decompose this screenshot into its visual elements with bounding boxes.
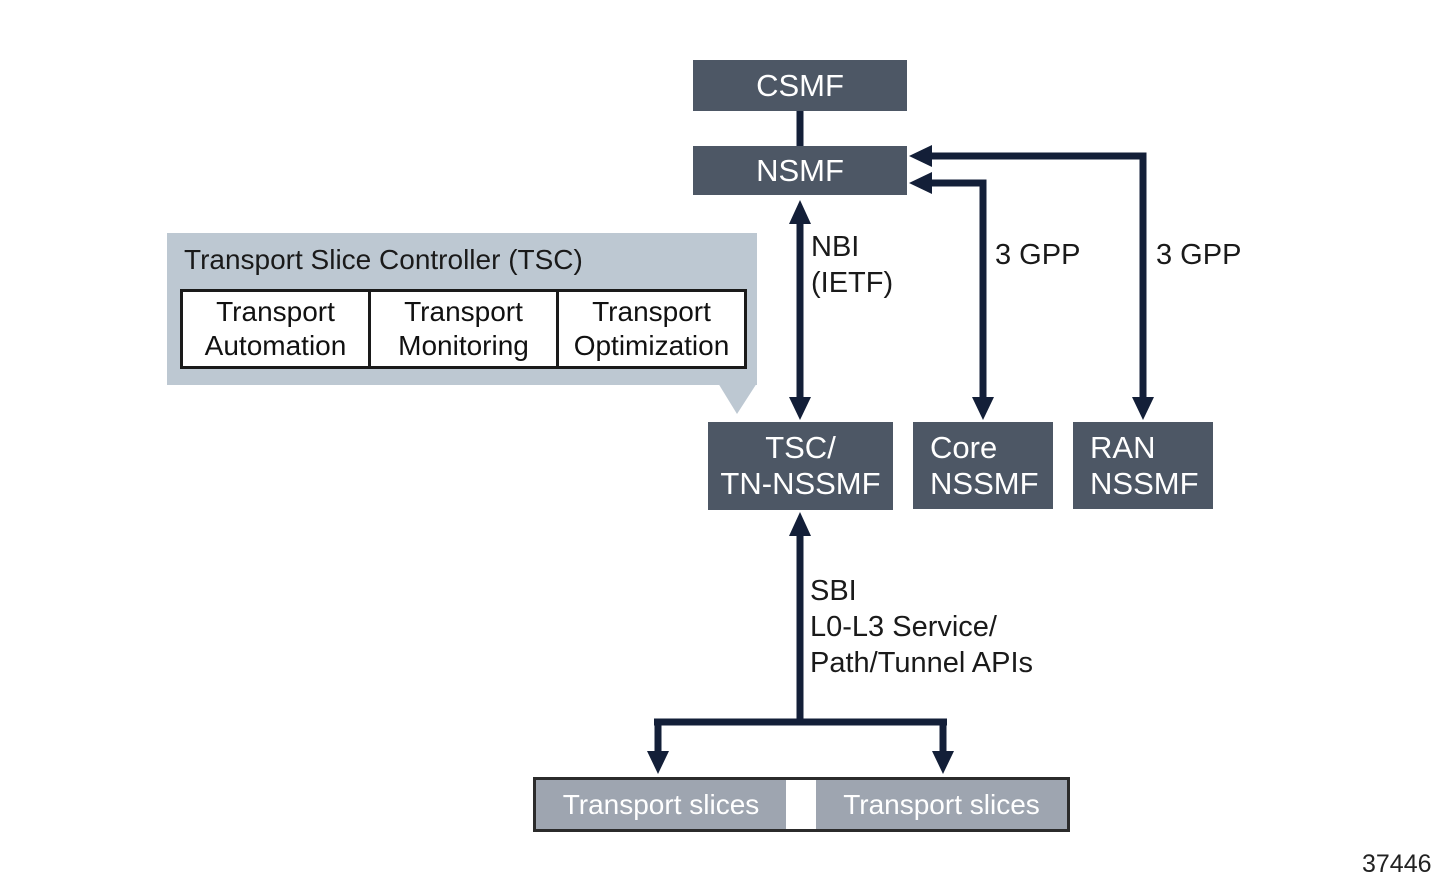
nbi-label-line: NBI <box>811 231 860 263</box>
node-csmf: CSMF <box>693 60 907 111</box>
edge-nbi-arrow <box>789 200 811 420</box>
nbi-label-line: (IETF) <box>811 266 894 299</box>
module-transport-monitoring: Transport Monitoring <box>368 289 559 369</box>
node-nsmf: NSMF <box>693 146 907 195</box>
transport-slices-right: Transport slices <box>843 788 1040 820</box>
module-transport-automation: Transport Automation <box>180 289 371 369</box>
tsc-callout-modules: Transport Automation Transport Monitorin… <box>180 289 747 369</box>
edge-3gpp-core-arrow <box>909 172 994 420</box>
transport-slices-bar: Transport slices Transport slices <box>533 777 1070 832</box>
nbi-ietf-label: NBI (IETF) <box>811 230 893 302</box>
sbi-label: SBI L0-L3 Service/ Path/Tunnel APIs <box>810 574 1033 682</box>
node-label-line: TN-NSSMF <box>720 466 881 501</box>
edge-3gpp-ran-arrow <box>909 145 1154 420</box>
transport-slices-left: Transport slices <box>562 788 760 820</box>
node-label-line: Core <box>930 429 998 465</box>
node-nsmf-label: NSMF <box>756 152 844 188</box>
node-label-line: NSSMF <box>930 465 1039 501</box>
module-label-line: Automation <box>204 330 347 361</box>
module-label-line: Transport <box>404 296 523 328</box>
slices-divider <box>786 780 816 829</box>
node-tsc-tn-nssmf-label: TSC/ TN-NSSMF <box>720 430 880 502</box>
node-label-line: TSC/ <box>765 430 836 466</box>
node-ran-nssmf: RAN NSSMF <box>1073 422 1213 509</box>
node-csmf-label: CSMF <box>756 67 844 103</box>
node-label-line: NSSMF <box>1090 465 1199 501</box>
module-label-line: Optimization <box>573 330 730 361</box>
gpp-ran-label: 3 GPP <box>1156 239 1242 271</box>
module-transport-optimization: Transport Optimization <box>556 289 747 369</box>
node-tsc-tn-nssmf: TSC/ TN-NSSMF <box>708 422 893 510</box>
module-label-line: Transport <box>592 296 711 328</box>
node-label-line: RAN <box>1090 429 1156 465</box>
sbi-label-line: Path/Tunnel APIs <box>810 646 1034 679</box>
sbi-label-line: L0-L3 Service/ <box>810 610 997 643</box>
module-label-line: Monitoring <box>398 330 529 361</box>
figure-number: 37446 <box>1362 850 1432 878</box>
callout-tail <box>718 383 757 414</box>
tsc-callout-title: Transport Slice Controller (TSC) <box>184 244 583 275</box>
gpp-core-label: 3 GPP <box>995 239 1081 271</box>
tsc-callout: Transport Slice Controller (TSC) Transpo… <box>167 233 757 385</box>
edge-sbi-arrow <box>647 512 954 774</box>
node-ran-nssmf-label: RAN NSSMF <box>1090 430 1199 502</box>
sbi-label-line: SBI <box>810 575 857 607</box>
node-core-nssmf: Core NSSMF <box>913 422 1053 509</box>
node-core-nssmf-label: Core NSSMF <box>930 430 1039 502</box>
module-label-line: Transport <box>216 296 335 328</box>
